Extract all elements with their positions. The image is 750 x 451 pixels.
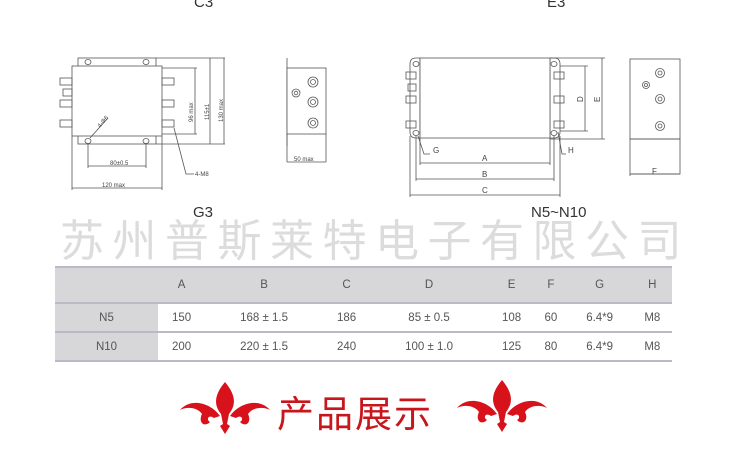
table-row: N10 200 220 ± 1.5 240 100 ± 1.0 125 80 6… [55,332,672,361]
header-cell: A [177,279,186,291]
e3-drawing: A B C D E F G H [405,57,681,197]
cell: 168 ± 1.5 [240,311,289,324]
cell: 108 [501,311,522,324]
e3-label-g: G [433,146,439,155]
model-label-n5-n10: N5~N10 [531,204,587,221]
cell: 100 ± 1.0 [405,340,453,353]
fleur-de-lis-icon-right [457,380,547,432]
c3-terminals [59,77,175,128]
cell: 186 [336,311,357,324]
header-cell [55,267,158,303]
cell: 125 [501,340,522,353]
c3-drawing: 80±0.5 120 max 4-M8 4-Φ6 96 max 115±1 13… [59,57,327,190]
e3-label-e: E [593,97,602,102]
model-label-e3: E3 [547,0,566,11]
table-row: N5 150 168 ± 1.5 186 85 ± 0.5 108 60 6.4… [55,303,672,332]
cell: M8 [644,340,661,353]
c3-dim-inner-height: 96 max [189,102,195,122]
header-cell: C [342,279,351,291]
e3-label-b: B [482,170,487,179]
e3-label-a: A [482,154,488,163]
e3-label-d: D [576,96,585,102]
c3-dim-width: 120 max [102,183,125,189]
header-cell: G [595,279,605,291]
cell: 6.4*9 [586,311,614,324]
cell: 240 [336,340,357,353]
row-model: N5 [55,303,158,332]
model-label-g3: G3 [193,204,214,221]
c3-side-view [286,67,327,135]
header-cell: F [547,279,555,291]
cell: 85 ± 0.5 [408,311,450,324]
e3-label-c: C [482,186,488,195]
model-label-c3: C3 [194,0,214,11]
cell: 220 ± 1.5 [240,340,289,353]
e3-side-view [629,58,681,140]
header-cell: D [424,279,434,291]
e3-label-h: H [568,146,574,155]
cell: M8 [644,311,661,324]
header-cell: H [648,279,657,291]
cell: 200 [172,340,192,353]
c3-dim-depth: 50 max [294,157,314,163]
e3-label-f: F [652,167,657,176]
dimension-table: A B C D E F G H N5 150 168 ± 1.5 186 85 … [55,266,672,362]
e3-body [419,57,551,139]
banner-title: 产品展示 [277,393,433,436]
c3-dim-hole-height: 115±1 [205,103,211,120]
fleur-de-lis-icon-left [180,382,270,434]
row-model: N10 [55,332,158,361]
cell: 6.4*9 [586,340,614,353]
cell: 150 [172,311,192,324]
header-cell: B [260,279,268,291]
header-cell: E [507,279,516,291]
cell: 60 [544,311,558,324]
table-header-row: A B C D E F G H [55,267,672,303]
c3-dim-hole-spacing: 80±0.5 [110,161,129,167]
c3-dim-height: 130 max [219,99,225,122]
cell: 80 [544,340,558,353]
company-watermark: 苏州普斯莱特电子有限公司 [60,216,690,267]
c3-terminal-label: 4-M8 [195,172,209,178]
c3-body [71,65,163,137]
e3-terminals [405,71,565,129]
